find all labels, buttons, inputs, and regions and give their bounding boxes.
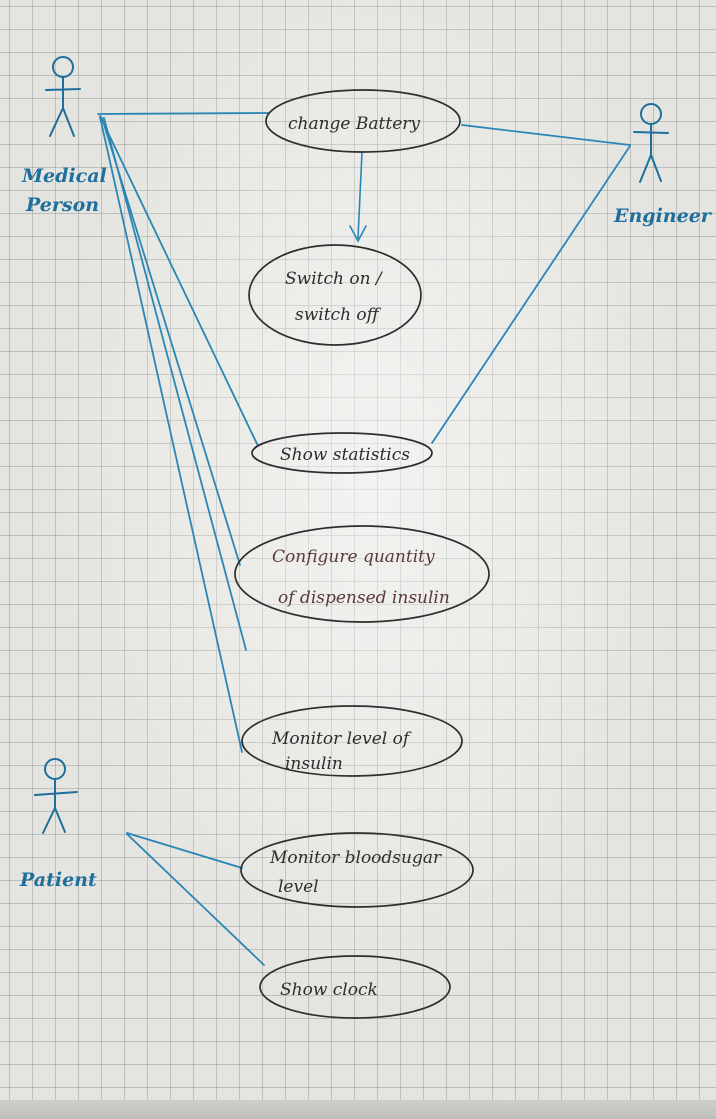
assoc-engineer-statistics bbox=[431, 145, 631, 444]
use-case-clock-label: Show clock bbox=[280, 980, 378, 1000]
actor-patient-figure bbox=[34, 758, 78, 834]
use-case-configure: Configure quantity of dispensed insulin bbox=[234, 525, 490, 623]
use-case-monitor-blood-label-line2: level bbox=[278, 877, 319, 897]
use-case-configure-label-line1: Configure quantity bbox=[272, 547, 435, 567]
actor-engineer-figure bbox=[633, 103, 669, 183]
actor-medical-person-label-line2: Person bbox=[25, 194, 99, 216]
paper-edge bbox=[0, 1100, 716, 1119]
dependency-arrow bbox=[349, 151, 367, 243]
use-case-monitor-blood-label-line1: Monitor bloodsugar bbox=[269, 848, 442, 868]
use-case-switch: Switch on / switch off bbox=[248, 244, 422, 346]
use-case-configure-label-line2: of dispensed insulin bbox=[278, 588, 450, 608]
assoc-medical-change-battery bbox=[97, 112, 269, 115]
assoc-medical-extra bbox=[103, 117, 247, 651]
actor-medical-person-label-line1: Medical bbox=[21, 165, 107, 187]
assoc-medical-configure bbox=[101, 117, 241, 566]
use-case-monitor-insulin-label-line1: Monitor level of bbox=[271, 729, 412, 749]
actor-patient-label: Patient bbox=[19, 869, 97, 891]
use-case-change-battery-label: change Battery bbox=[288, 114, 420, 134]
use-case-monitor-insulin: Monitor level of insulin bbox=[241, 705, 463, 777]
assoc-engineer-change-battery bbox=[461, 124, 631, 146]
assoc-patient-monitor-blood bbox=[126, 832, 243, 869]
assoc-medical-statistics bbox=[99, 115, 259, 447]
use-case-statistics-label: Show statistics bbox=[280, 445, 410, 465]
use-case-statistics: Show statistics bbox=[251, 432, 433, 474]
use-case-switch-label-line1: Switch on / bbox=[285, 269, 384, 289]
actor-engineer-label: Engineer bbox=[613, 205, 713, 227]
use-case-monitor-blood: Monitor bloodsugar level bbox=[240, 832, 474, 908]
assoc-patient-clock bbox=[126, 833, 265, 966]
use-case-clock: Show clock bbox=[259, 955, 451, 1019]
use-case-switch-label-line2: switch off bbox=[295, 305, 382, 325]
use-case-change-battery: change Battery bbox=[265, 89, 461, 153]
actor-medical-person-figure bbox=[45, 56, 81, 137]
use-case-monitor-insulin-label-line2: insulin bbox=[285, 754, 343, 774]
assoc-medical-monitor-insulin bbox=[99, 116, 243, 753]
associations bbox=[97, 112, 631, 966]
